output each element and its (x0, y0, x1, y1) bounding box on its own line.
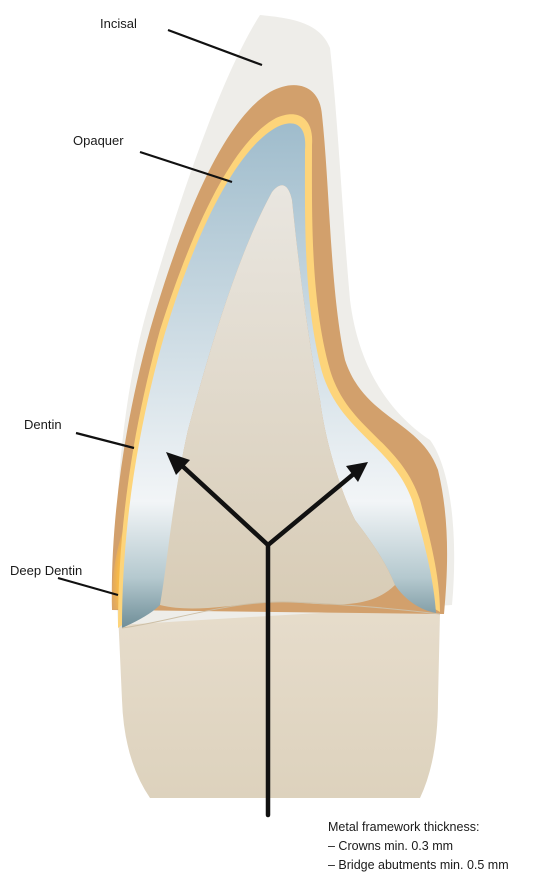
opaquer-label: Opaquer (73, 133, 124, 148)
incisal-label: Incisal (100, 16, 137, 31)
dentin-label: Dentin (24, 417, 62, 432)
note-line-bridge: – Bridge abutments min. 0.5 mm (328, 856, 509, 875)
note-title: Metal framework thickness: (328, 818, 509, 837)
deep-dentin-label: Deep Dentin (10, 563, 82, 578)
deep-dentin-leader-line (58, 578, 118, 595)
tooth-root (118, 612, 440, 798)
note-line-crowns: – Crowns min. 0.3 mm (328, 837, 509, 856)
framework-thickness-note: Metal framework thickness: – Crowns min.… (328, 818, 509, 875)
